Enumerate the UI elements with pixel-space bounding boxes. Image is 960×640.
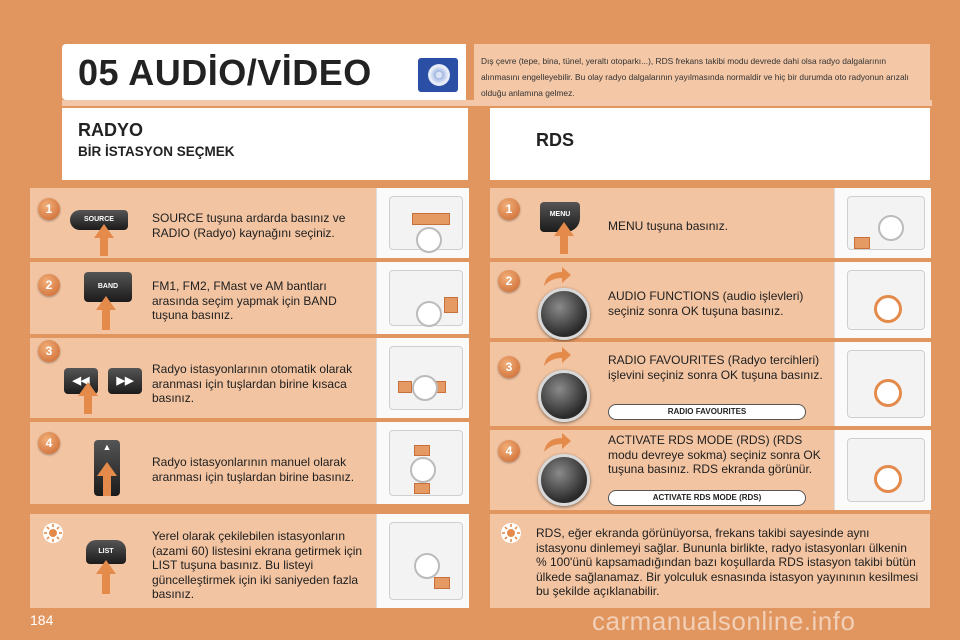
radio-title: RADYO [78,120,144,140]
step-number: 2 [38,274,60,296]
radio-panel-icon [376,338,469,418]
radio-panel-icon [376,422,469,504]
arrow-stem [84,396,92,414]
screen-label: ACTIVATE RDS MODE (RDS) [608,490,806,506]
watermark: carmanualsonline.info [592,606,856,636]
rds-panel-icon [834,342,931,426]
ok-knob-icon [538,454,590,506]
screen-label: RADIO FAVOURITES [608,404,806,420]
rotate-arrow-icon [544,267,571,286]
tip-text: RDS, eğer ekranda görünüyorsa, frekans t… [536,526,919,598]
page-number: 184 [30,612,54,628]
seek-forward-button: ▶▶ [108,368,142,394]
ok-knob-icon [538,288,590,340]
radio-section-header [62,108,468,180]
page-title: 05 AUDİO/VİDEO [78,52,372,93]
tip-icon [43,523,63,543]
arrow-stem [103,476,111,496]
step-number: 3 [498,356,520,378]
step-text: ACTIVATE RDS MODE (RDS) (RDS modu devrey… [608,433,821,476]
step-text: MENU tuşuna basınız. [608,219,729,233]
header-box [62,44,466,100]
radio-panel-icon [376,188,469,258]
radio-subtitle: BİR İSTASYON SEÇMEK [78,144,235,159]
step-number: 2 [498,270,520,292]
arrow-up-icon [96,560,116,574]
intro-text: Dış çevre (tepe, bina, tünel, yeraltı ot… [481,56,909,98]
arrow-stem [102,310,110,330]
intro-box [474,44,930,100]
arrow-up-icon [94,224,114,238]
radio-panel-icon [376,514,469,608]
rds-panel-icon [834,430,931,510]
radio-panel-icon [376,262,469,334]
seek-back-button: ◀◀ [64,368,98,394]
tip-text: Yerel olarak çekilebilen istasyonların (… [152,529,363,601]
arrow-stem [102,574,110,594]
rds-tip [490,514,930,608]
rds-panel-icon [834,188,931,258]
rds-section-header [490,108,930,180]
rotate-arrow-icon [544,433,571,452]
step-number: 3 [38,340,60,362]
step-number: 1 [38,198,60,220]
step-text: FM1, FM2, FMast ve AM bantları arasında … [152,279,337,322]
ok-knob-icon [538,370,590,422]
step-number: 1 [498,198,520,220]
arrow-up-icon [554,222,574,236]
arrow-up-icon [96,296,116,310]
rds-panel-icon [834,262,931,338]
tip-icon [501,523,521,543]
step-number: 4 [38,432,60,454]
step-text: Radyo istasyonlarının otomatik olarak ar… [152,362,353,405]
arrow-up-icon [78,382,98,396]
arrow-up-icon [97,462,117,476]
rds-title: RDS [536,130,575,150]
step-text: RADIO FAVOURITES (Radyo tercihleri) işle… [608,353,823,382]
step-text: SOURCE tuşuna ardarda basınız ve RADIO (… [152,211,346,240]
rotate-arrow-icon [544,347,571,366]
arrow-stem [560,236,568,254]
step-number: 4 [498,440,520,462]
step-text: Radyo istasyonlarının manuel olarak aran… [152,455,355,484]
arrow-stem [100,238,108,256]
step-text: AUDIO FUNCTIONS (audio işlevleri) seçini… [608,289,804,318]
divider [62,100,932,106]
cd-icon [418,58,458,92]
